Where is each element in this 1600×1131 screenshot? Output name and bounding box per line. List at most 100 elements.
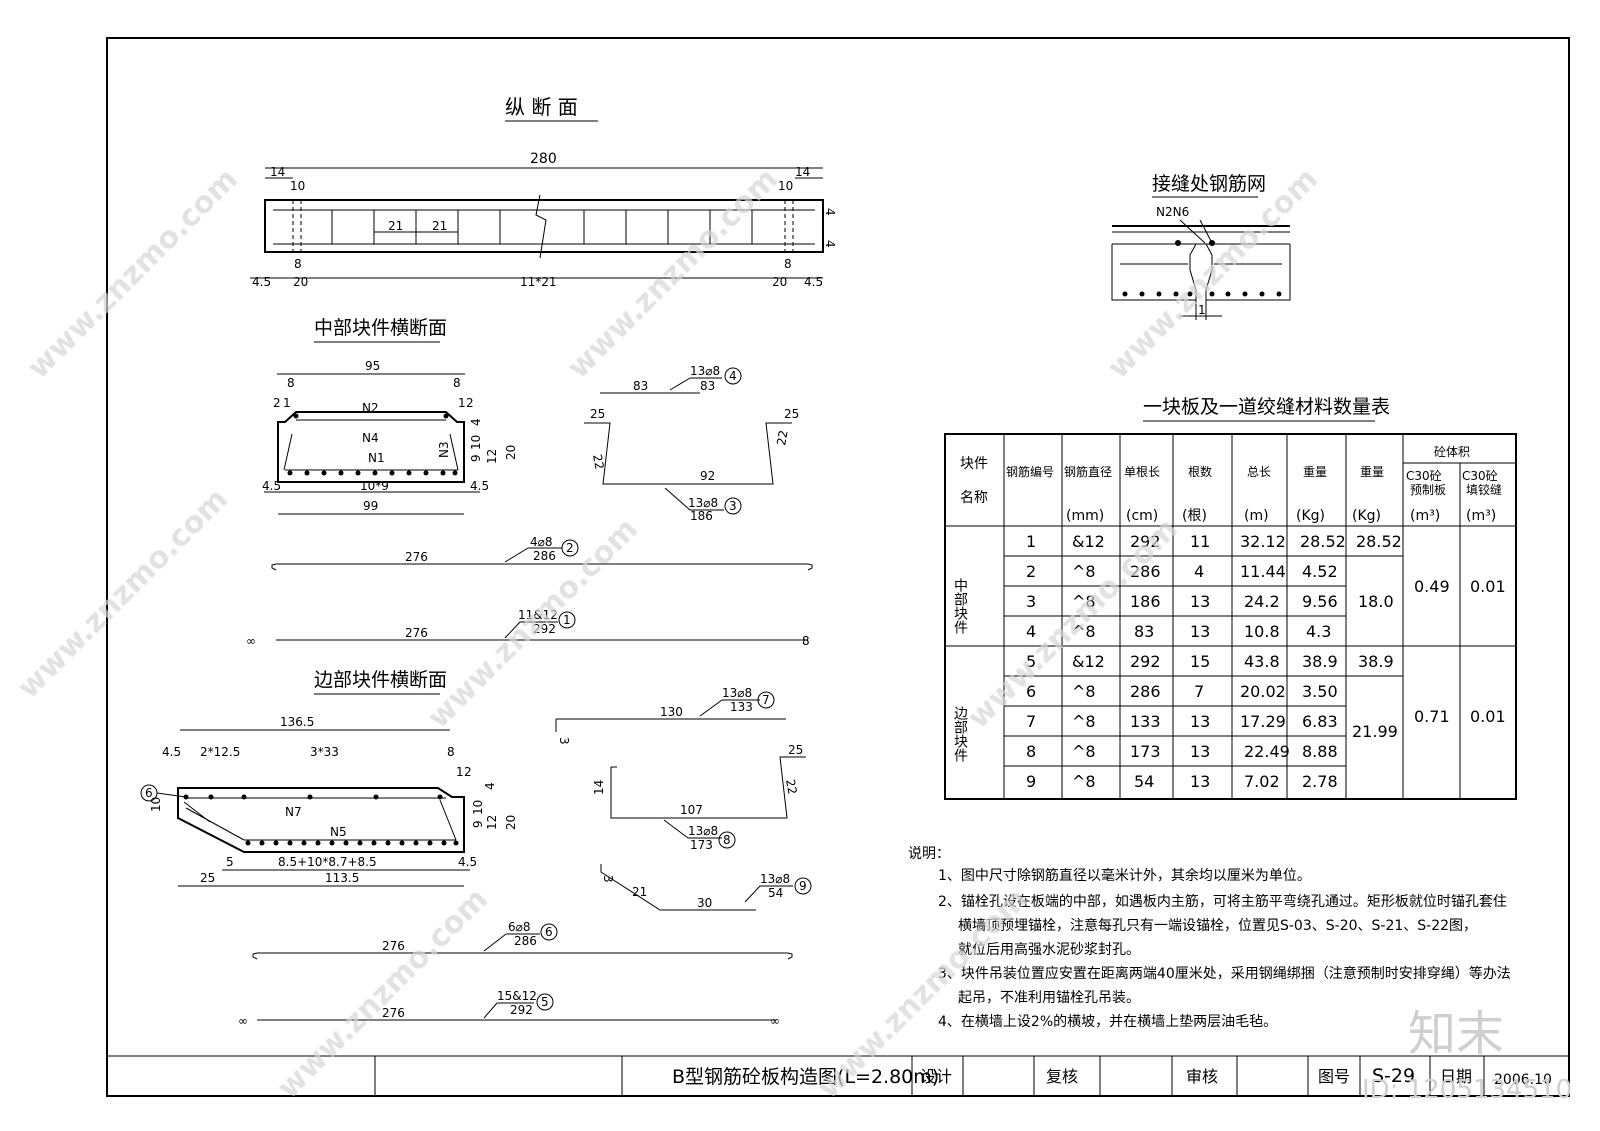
edge-dim-1135: 113.5 — [325, 871, 359, 885]
title-block: B型钢筋砼板构造图(L=2.80m) 设计 复核 审核 图号 S-29 日期 2… — [107, 1055, 1569, 1096]
mid-r12: 12 — [485, 449, 499, 464]
longitudinal-section: 纵 断 面 280 14 14 10 10 21 21 4 4 — [250, 95, 837, 289]
th-c30-joint2: 填铰缝 — [1466, 482, 1502, 497]
watermark-brand: 知末 — [1408, 1006, 1504, 1062]
svg-text:7.02: 7.02 — [1244, 772, 1280, 791]
longitudinal-title: 纵 断 面 — [505, 95, 578, 119]
mid-label-n3: N3 — [437, 441, 451, 458]
watermark-4: www.znzmo.com — [11, 482, 235, 706]
mid-dim-8-right: 8 — [453, 376, 461, 390]
bar8-14: 14 — [592, 780, 606, 795]
edge-dim-3x33: 3*33 — [310, 745, 339, 759]
bar6-no: 6 — [545, 925, 553, 939]
mid-r20: 20 — [504, 445, 518, 460]
bar9-len: 54 — [768, 886, 783, 900]
th-dia-unit: (mm) — [1066, 508, 1104, 524]
th-bar-no: 钢筋编号 — [1006, 464, 1054, 479]
watermark-7: www.znzmo.com — [271, 882, 495, 1106]
th-count: 根数 — [1188, 464, 1212, 479]
bar4-no: 4 — [729, 369, 737, 383]
svg-text:1: 1 — [1026, 532, 1036, 551]
bar3-25a: 25 — [590, 407, 605, 421]
bar9-30: 30 — [697, 896, 712, 910]
vol-mid-slab: 0.49 — [1414, 577, 1450, 596]
bar3-22b: 22 — [774, 429, 790, 446]
bar3-92: 92 — [700, 469, 715, 483]
bar8-107: 107 — [680, 803, 703, 817]
sum-mid-a: 28.52 — [1356, 532, 1402, 551]
table-title: 一块板及一道绞缝材料数量表 — [1143, 396, 1390, 418]
th-weight2: 重量 — [1360, 465, 1384, 479]
svg-text:8.88: 8.88 — [1302, 742, 1338, 761]
bar2-spec: 4⌀8 — [530, 535, 553, 549]
bar7-no: 7 — [762, 693, 770, 707]
svg-text:24.2: 24.2 — [1244, 592, 1280, 611]
svg-text:286: 286 — [1130, 562, 1161, 581]
svg-text:^8: ^8 — [1072, 622, 1096, 641]
svg-text:32.12: 32.12 — [1240, 532, 1286, 551]
bar3-no: 3 — [729, 499, 737, 513]
svg-text:5: 5 — [1026, 652, 1036, 671]
long-dim-4b: 4 — [823, 240, 837, 248]
bar-6-shape: 276 6⌀8 286 6 — [252, 920, 793, 960]
bar1-hook-right: 8 — [802, 634, 810, 648]
svg-text:13: 13 — [1190, 772, 1210, 791]
bar7-len: 133 — [730, 700, 753, 714]
bar2-seg: 276 — [405, 550, 428, 564]
bar9-spec: 13⌀8 — [760, 872, 790, 886]
svg-text:133: 133 — [1130, 712, 1161, 731]
long-dim-11x21: 11*21 — [520, 275, 557, 289]
svg-text:9: 9 — [1026, 772, 1036, 791]
vol-edge-joint: 0.01 — [1470, 707, 1506, 726]
edge-dim-10-left: 10 — [149, 797, 163, 812]
drawing-title: B型钢筋砼板构造图(L=2.80m) — [672, 1066, 939, 1088]
svg-text:54: 54 — [1134, 772, 1154, 791]
svg-text:9.56: 9.56 — [1302, 592, 1338, 611]
svg-text:4: 4 — [1026, 622, 1036, 641]
long-dim-20-right: 20 — [772, 275, 787, 289]
svg-text:292: 292 — [1130, 532, 1161, 551]
table-row: 6 ^8 286 7 20.02 3.50 — [1026, 682, 1338, 701]
table-row: 1 &12 292 11 32.12 28.52 — [1026, 532, 1346, 551]
tb-date: 2006.10 — [1494, 1072, 1552, 1088]
sum-edge-b: 21.99 — [1352, 722, 1398, 741]
svg-text:3.50: 3.50 — [1302, 682, 1338, 701]
svg-text:^8: ^8 — [1072, 592, 1096, 611]
svg-text:6.83: 6.83 — [1302, 712, 1338, 731]
edge-r10: 10 — [471, 800, 485, 815]
bar2-len: 286 — [533, 549, 556, 563]
long-dim-14-left: 14 — [270, 165, 285, 179]
bar-4-shape: 83 13⌀8 83 4 — [600, 364, 742, 394]
edge-dim-5: 5 — [226, 855, 234, 869]
long-dim-8-left: 8 — [294, 257, 302, 271]
th-total: 总长 — [1247, 465, 1271, 479]
long-dim-20-left: 20 — [293, 275, 308, 289]
edge-dim-45: 4.5 — [162, 745, 181, 759]
th-weight2-unit: (Kg) — [1352, 508, 1381, 524]
bar2-no: 2 — [566, 541, 574, 555]
edge-dim-45b: 4.5 — [458, 855, 477, 869]
tb-check: 复核 — [1046, 1067, 1078, 1086]
bar6-spec: 6⌀8 — [508, 920, 531, 934]
bar5-spec: 15&12 — [497, 989, 537, 1003]
mid-r10: 10 — [469, 435, 483, 450]
th-count-unit: (根) — [1182, 508, 1207, 524]
bar5-no: 5 — [541, 995, 549, 1009]
mid-dim-45-left: 4.5 — [262, 479, 281, 493]
sheet-frame — [106, 37, 1570, 1097]
long-dim-8-right: 8 — [784, 257, 792, 271]
table-row: 2 ^8 286 4 11.44 4.52 — [1026, 562, 1338, 581]
table-row: 9 ^8 54 13 7.02 2.78 — [1026, 772, 1338, 791]
th-volume: 砼体积 — [1434, 445, 1470, 459]
bar-2-shape: 276 4⌀8 286 2 — [271, 535, 813, 571]
joint-dim-1: 1 — [1198, 303, 1206, 317]
bar9-3: 3 — [601, 875, 615, 883]
bar7-seg: 130 — [660, 705, 683, 719]
svg-text:15: 15 — [1190, 652, 1210, 671]
svg-text:286: 286 — [1130, 682, 1161, 701]
svg-text:17.29: 17.29 — [1240, 712, 1286, 731]
svg-text:22.49: 22.49 — [1244, 742, 1290, 761]
long-dim-280: 280 — [530, 151, 557, 167]
svg-text:7: 7 — [1026, 712, 1036, 731]
bar8-25: 25 — [788, 743, 803, 757]
